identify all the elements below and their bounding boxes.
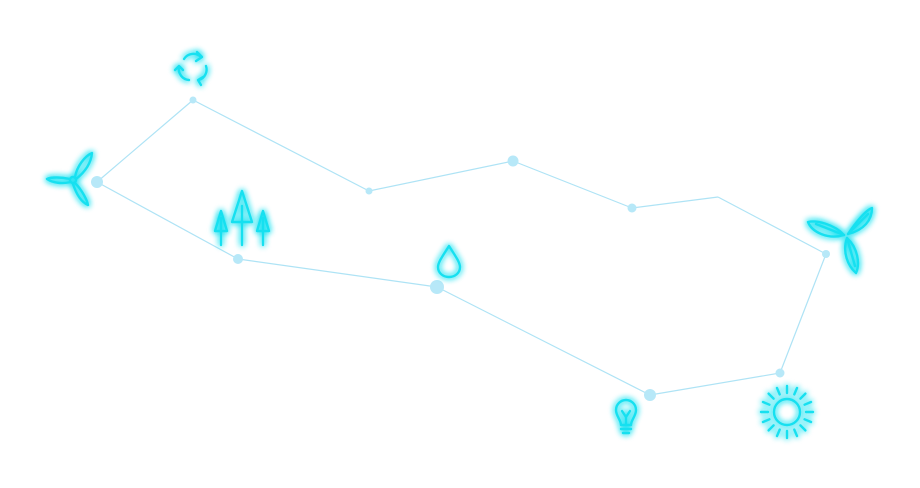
node (507, 155, 519, 167)
link (96, 99, 194, 183)
trees-icon (213, 189, 271, 247)
light-bulb-icon (614, 398, 638, 435)
link (96, 181, 239, 260)
node (775, 368, 785, 378)
link (631, 196, 719, 209)
constellation-nodes (91, 96, 830, 401)
node (430, 280, 444, 294)
link (237, 258, 438, 288)
link (368, 160, 514, 192)
node (627, 203, 637, 213)
link (649, 372, 781, 396)
wind-turbine-icon (45, 151, 94, 207)
link (192, 99, 370, 192)
water-drop-icon (436, 244, 462, 279)
link (779, 253, 827, 374)
constellation-links (96, 99, 827, 396)
node (822, 250, 830, 258)
sun-icon (759, 384, 815, 440)
link (512, 160, 633, 209)
node (365, 187, 373, 195)
link (717, 196, 827, 255)
node (644, 389, 656, 401)
recycle-icon (173, 50, 208, 87)
node (91, 176, 103, 188)
node (189, 96, 197, 104)
link (436, 286, 651, 396)
node (233, 254, 243, 264)
leaves-icon (806, 206, 874, 275)
